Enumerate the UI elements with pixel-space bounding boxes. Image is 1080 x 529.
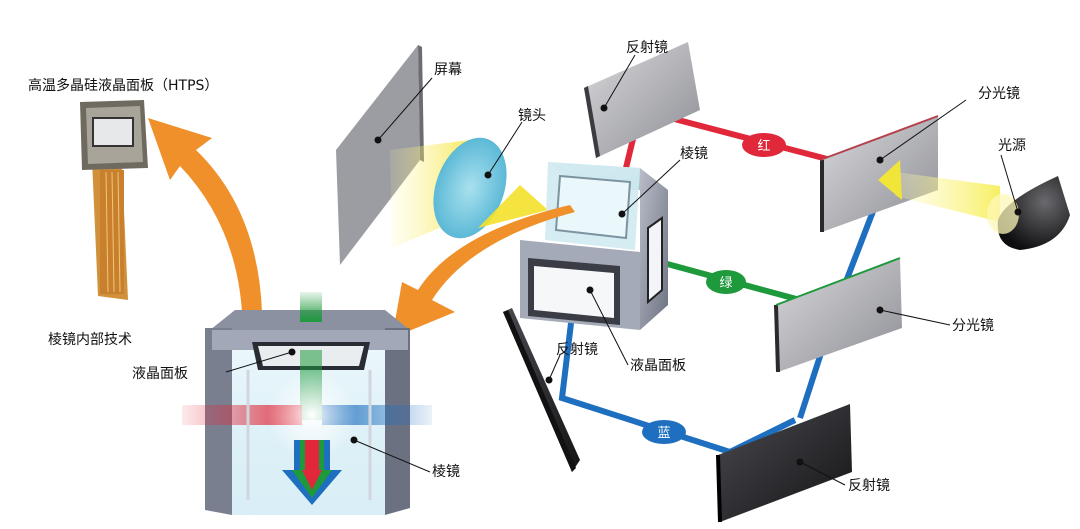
green-beam-tag: 绿 [706,270,746,294]
lens-beam [478,185,548,228]
red-beam-label: 红 [757,138,770,154]
screen-label: 屏幕 [434,62,462,78]
mirror-top [584,42,700,158]
green-beam-label: 绿 [719,276,732,291]
mirror-bottom [716,404,852,522]
prism-tech-label: 棱镜内部技术 [48,332,132,348]
mirror-bottom-label: 反射镜 [848,478,890,494]
dichroic-top-label: 分光镜 [978,86,1020,102]
dichroic-mid [774,257,902,372]
dichroic-mid-label: 分光镜 [952,318,994,334]
prism-inset [182,292,432,515]
orange-arrow-to-htps [148,118,262,312]
lcd-main-label: 液晶面板 [630,358,686,374]
prism-inset-label: 棱镜 [432,464,460,480]
blue-beam [558,289,797,456]
prism-cube [520,162,668,330]
mirror-left [503,308,580,472]
mirror-left-label: 反射镜 [556,342,598,358]
orange-arrow-to-inset [392,205,575,338]
blue-beam-label: 蓝 [657,426,670,441]
light-source-label: 光源 [998,138,1026,154]
prism-main-label: 棱镜 [680,146,708,162]
lcd-inset-label: 液晶面板 [132,366,188,382]
mirror-top-label: 反射镜 [626,40,668,56]
lens [433,137,507,239]
dichroic-top [819,115,939,232]
leader-lines [225,54,1022,486]
screen [336,45,424,265]
blue-beam-tag: 蓝 [642,420,686,444]
red-beam-tag: 红 [742,133,786,157]
light-source [987,176,1070,250]
lens-label: 镜头 [518,108,546,124]
source-arrow [878,160,902,200]
htps-panel-label: 高温多晶硅液晶面板（HTPS） [28,78,219,94]
htps-panel [80,100,148,300]
source-beam [895,172,1000,222]
